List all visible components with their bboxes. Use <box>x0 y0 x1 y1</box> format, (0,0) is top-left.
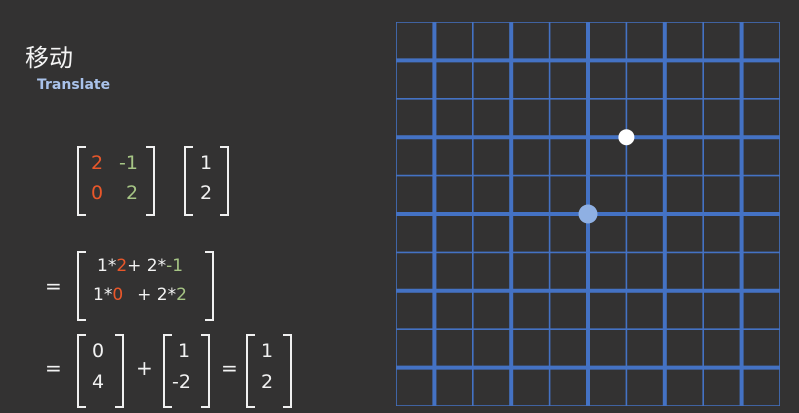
result-col2-r2: -2 <box>172 371 191 393</box>
expanded-row-2: 1*0 + 2*2 <box>93 287 187 304</box>
matrix-a-r1c2: -1 <box>119 152 138 174</box>
result-col2-r1: 1 <box>178 340 191 362</box>
result-sum-left-bracket <box>246 334 255 408</box>
result-col1-right-bracket <box>115 334 124 408</box>
result-sum-r2: 2 <box>261 371 274 393</box>
result-col1-left-bracket <box>77 334 86 408</box>
matrix-a-left-bracket <box>77 146 86 216</box>
equals-sign-1: = <box>45 274 62 298</box>
expanded-row-1: 1*2+ 2*-1 <box>97 258 183 275</box>
vector-v-left-bracket <box>184 146 193 216</box>
result-col2-right-bracket <box>201 334 210 408</box>
slide-title: 移动 <box>25 44 73 72</box>
expanded-r2-p2: + 2* <box>137 285 177 305</box>
vector-v-right-bracket <box>220 146 229 216</box>
result-col1-r2: 4 <box>92 371 105 393</box>
expanded-r1-p2: + 2* <box>127 256 167 276</box>
result-sum-right-bracket <box>283 334 292 408</box>
grid-svg <box>396 22 780 406</box>
point-origin <box>578 204 598 224</box>
coordinate-grid <box>396 22 780 406</box>
matrix-a-r2c1: 0 <box>91 182 104 204</box>
expanded-r1-p1: 1* <box>97 256 117 276</box>
result-col2-left-bracket <box>163 334 172 408</box>
expanded-r2-a1: 0 <box>112 285 124 305</box>
matrix-a-r2c2: 2 <box>126 182 139 204</box>
expanded-right-bracket <box>205 251 214 321</box>
result-col1-r1: 0 <box>92 340 105 362</box>
vector-v-r2: 2 <box>200 182 213 204</box>
result-sum-r1: 1 <box>261 340 274 362</box>
plus-sign: + <box>136 356 153 380</box>
slide-subtitle: Translate <box>37 77 111 93</box>
equals-sign-2: = <box>45 356 62 380</box>
expanded-r1-a1: 2 <box>116 256 128 276</box>
expanded-r2-a2: 2 <box>176 285 187 305</box>
matrix-a-r1c1: 2 <box>91 152 104 174</box>
vector-v-r1: 1 <box>200 152 213 174</box>
point-vector <box>618 129 635 146</box>
matrix-a-right-bracket <box>146 146 155 216</box>
equals-sign-3: = <box>221 356 238 380</box>
expanded-left-bracket <box>77 251 86 321</box>
expanded-r2-p1: 1* <box>93 285 113 305</box>
expanded-r1-a2: -1 <box>166 256 184 276</box>
